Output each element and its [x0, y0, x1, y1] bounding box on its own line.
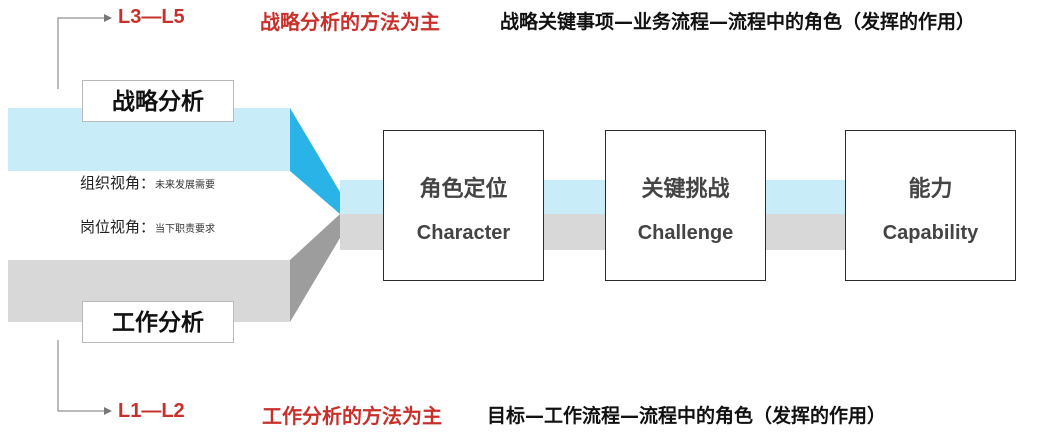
work-band-bevel: [290, 214, 340, 322]
card-challenge-title: 关键挑战: [641, 177, 730, 202]
card-character: 角色定位 Character: [383, 130, 544, 281]
bottom-method-text: 工作分析的方法为主: [262, 404, 442, 428]
card-challenge-subtitle: Challenge: [637, 222, 734, 244]
card-capability-subtitle: Capability: [882, 222, 979, 244]
card-capability-title: 能力: [908, 177, 953, 202]
top-method-text: 战略分析的方法为主: [260, 10, 440, 34]
strategy-analysis-label: 战略分析: [82, 80, 234, 122]
work-analysis-label: 工作分析: [82, 301, 234, 343]
card-character-subtitle: Character: [416, 222, 511, 244]
perspective-position-note: 当下职责要求: [155, 224, 216, 235]
bottom-connector-arrowhead: [104, 407, 112, 415]
top-connector-line: [57, 17, 104, 89]
card-character-title: 角色定位: [419, 177, 508, 202]
perspective-position-label: 岗位视角：: [80, 218, 156, 236]
card-capability: 能力 Capability: [845, 130, 1016, 281]
perspective-organization-note: 未来发展需要: [155, 180, 216, 191]
strategy-band-bevel: [290, 108, 340, 214]
card-challenge: 关键挑战 Challenge: [605, 130, 766, 281]
bottom-connector-line: [57, 340, 104, 412]
perspective-organization: 组织视角：未来发展需要: [80, 172, 215, 193]
top-connector-arrowhead: [104, 14, 112, 22]
perspective-position: 岗位视角：当下职责要求: [80, 216, 215, 237]
top-description-text: 战略关键事项—业务流程—流程中的角色（发挥的作用）: [500, 11, 976, 33]
bottom-description-text: 目标—工作流程—流程中的角色（发挥的作用）: [487, 405, 887, 427]
top-level-label: L3—L5: [118, 6, 185, 28]
perspective-organization-label: 组织视角：: [80, 174, 156, 192]
bottom-level-label: L1—L2: [118, 400, 185, 422]
